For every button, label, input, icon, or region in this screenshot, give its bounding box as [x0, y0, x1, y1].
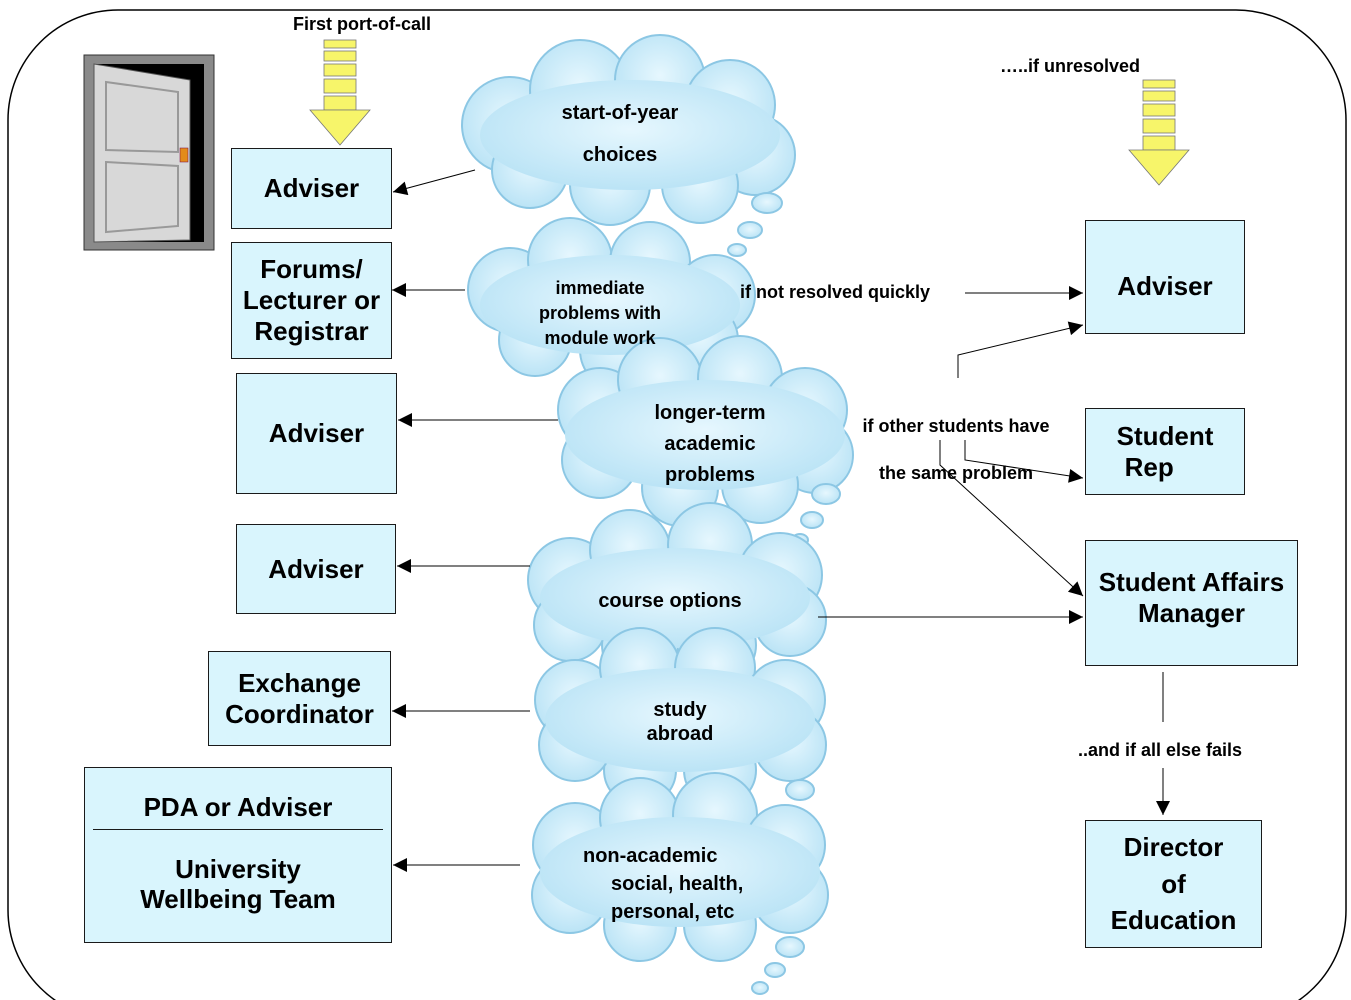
box-adviser-longer-term: Adviser — [236, 373, 397, 494]
arrow-to-adviser-1 — [392, 169, 476, 196]
box-forums-lecturer-registrar: Forums/ Lecturer or Registrar — [231, 242, 392, 359]
box-director-of-education: Director of Education — [1085, 820, 1262, 948]
cloud-bubbles-2 — [791, 483, 841, 547]
cloud-text-course-options: course options — [598, 590, 742, 612]
arrow-other-students-to-manager — [939, 440, 1084, 597]
cloud-non-academic — [531, 772, 829, 962]
box-student-affairs-manager: Student Affairs Manager — [1085, 540, 1298, 666]
cloud-text-longer-term: longer-term academic problems — [654, 402, 766, 486]
arrow-other-students-to-adviser — [957, 321, 1084, 378]
cloud-text-study-abroad: study abroad — [646, 699, 714, 745]
cloud-study-abroad — [534, 627, 827, 807]
box-pda-wellbeing: PDA or Adviser University Wellbeing Team — [84, 767, 392, 943]
arrow-other-students-to-rep — [964, 440, 1084, 483]
box-adviser-escalation: Adviser — [1085, 220, 1245, 334]
box-exchange-coordinator: Exchange Coordinator — [208, 651, 391, 746]
label-all-else-fails: ..and if all else fails — [1077, 740, 1243, 760]
outer-frame — [7, 9, 1347, 1000]
down-arrow-icon — [309, 39, 371, 146]
label-if-unresolved: …..if unresolved — [999, 56, 1141, 76]
box-pda-title: PDA or Adviser — [143, 792, 333, 822]
cloud-bubbles-4 — [751, 936, 805, 995]
cloud-text-immediate: immediate problems with module work — [538, 278, 661, 349]
label-not-resolved-quickly: if not resolved quickly — [740, 282, 931, 302]
cloud-immediate — [467, 217, 756, 391]
label-other-students: if other students have the same problem — [862, 416, 1050, 484]
cloud-text-non-academic: non-academic social, health, personal, e… — [583, 845, 744, 923]
label-first-port: First port-of-call — [293, 14, 431, 34]
box-adviser-course-options: Adviser — [236, 524, 396, 614]
box-adviser-first: Adviser — [231, 148, 392, 229]
cloud-start-of-year — [461, 34, 796, 226]
box-wellbeing-title: University Wellbeing Team — [140, 853, 336, 915]
cloud-course-options — [527, 502, 827, 684]
cloud-text-start-of-year: start-of-year choices — [561, 102, 679, 166]
box-student-rep: Student Rep — [1085, 408, 1245, 495]
down-arrow-icon — [1128, 79, 1190, 186]
door-icon — [83, 54, 215, 251]
divider — [93, 828, 383, 830]
